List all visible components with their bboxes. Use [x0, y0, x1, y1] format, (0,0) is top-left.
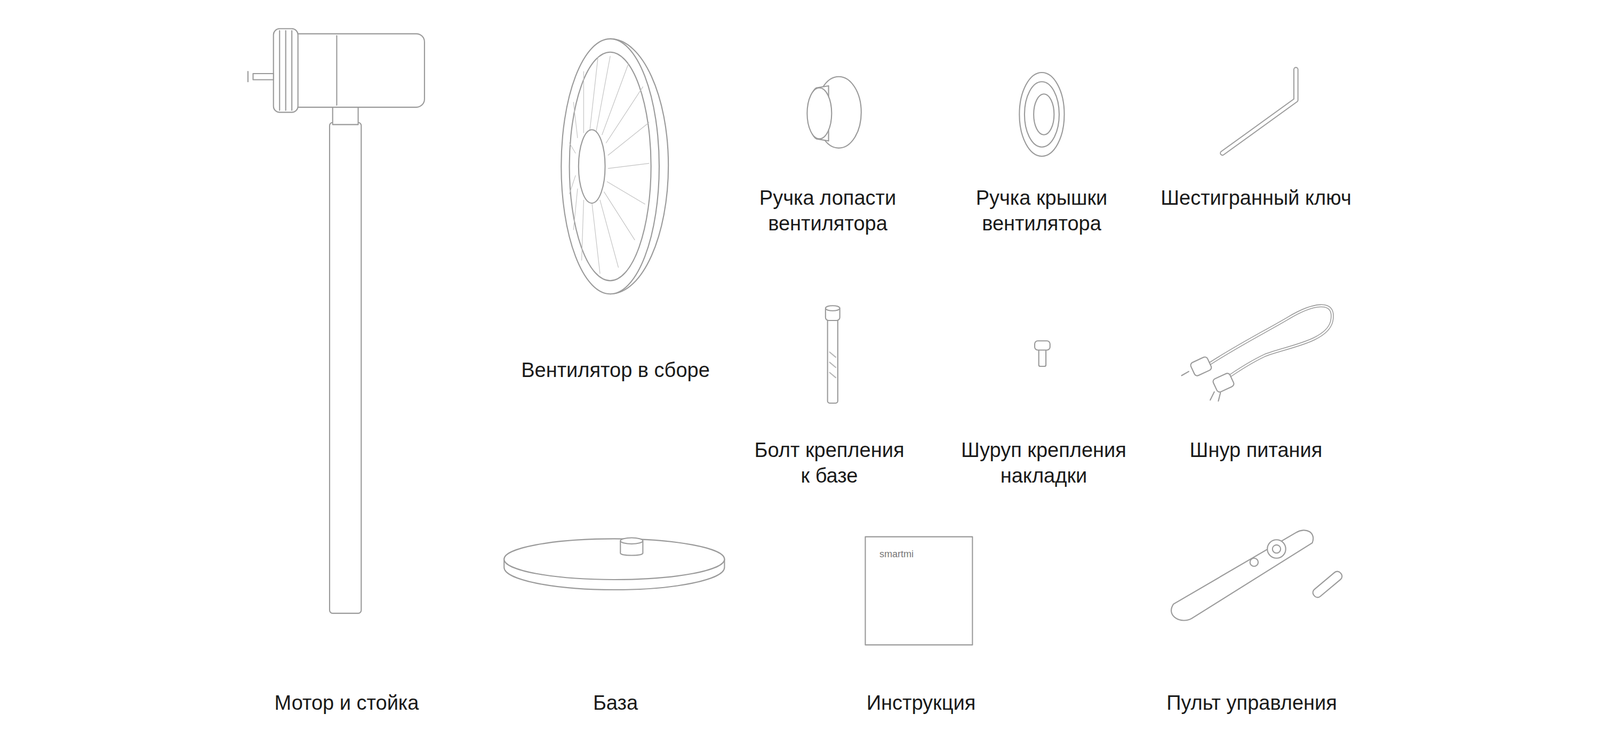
- fan-assembly: [561, 38, 669, 294]
- part-name: Пульт управления: [1166, 690, 1338, 716]
- part-name: База: [593, 690, 638, 716]
- manual-booklet: [865, 537, 973, 646]
- part-name: Инструкция: [866, 690, 976, 716]
- hex-key: [1222, 69, 1296, 154]
- part-name: Ручка лопасти вентилятора: [747, 185, 908, 237]
- part-name: Шестигранный ключ: [1160, 185, 1351, 211]
- cover-knob: [1019, 72, 1064, 157]
- remote-control: [1171, 530, 1344, 621]
- part-name: Шнур питания: [1189, 437, 1323, 463]
- motor-and-stand: [248, 28, 425, 614]
- fan-base: [504, 537, 725, 590]
- power-cord: [1181, 305, 1333, 402]
- base-bolt: [825, 305, 840, 404]
- cover-screw: [1034, 340, 1051, 367]
- part-name: Шуруп крепления накладки: [947, 437, 1140, 489]
- brand-mark: smartmi: [879, 548, 914, 561]
- part-name: Мотор и стойка: [274, 690, 420, 716]
- part-name: Ручка крышки вентилятора: [961, 185, 1122, 237]
- part-name: Болт крепления к базе: [747, 437, 912, 489]
- blade-knob: [806, 76, 861, 149]
- part-name: Вентилятор в сборе: [521, 357, 710, 383]
